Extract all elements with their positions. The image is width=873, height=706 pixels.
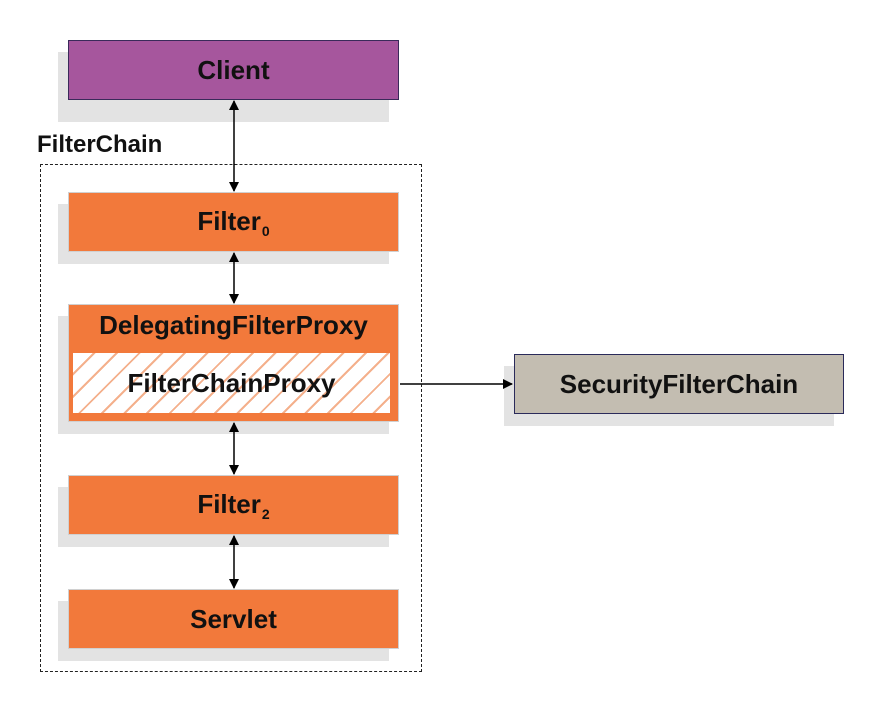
security-filter-chain-label: SecurityFilterChain	[559, 368, 799, 399]
client-label: Client	[197, 54, 270, 85]
filter-chain-proxy-label: FilterChainProxy	[127, 367, 336, 398]
client-box: Client	[68, 40, 399, 100]
filter0-text: Filter	[197, 205, 261, 236]
filter0-subscript: 0	[261, 222, 270, 239]
servlet-box: Servlet	[68, 589, 399, 649]
filter2-text: Filter	[197, 488, 261, 519]
filter0-label: Filter0	[197, 206, 269, 239]
security-filter-chain-box: SecurityFilterChain	[514, 354, 844, 414]
filter2-label: Filter2	[197, 489, 269, 522]
delegating-filter-proxy-label: DelegatingFilterProxy	[99, 310, 368, 340]
filter2-box: Filter2	[68, 475, 399, 535]
filter2-subscript: 2	[261, 505, 270, 522]
filter-chain-label: FilterChain	[37, 131, 163, 158]
servlet-label: Servlet	[190, 603, 277, 634]
filter0-box: Filter0	[68, 192, 399, 252]
filter-chain-proxy-box: FilterChainProxy	[72, 352, 391, 414]
